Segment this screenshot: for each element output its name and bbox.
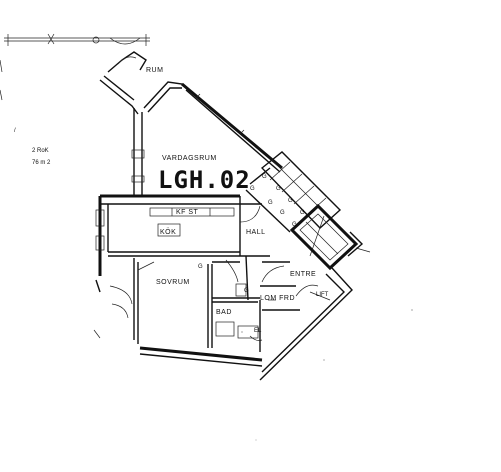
electric-label: EL [254, 328, 262, 334]
cabinet-label: G [268, 200, 273, 206]
kitchen-label: KÖK [160, 228, 176, 236]
corridor-walls [131, 108, 145, 195]
unit-label: LGH.02 [158, 166, 251, 194]
cabinet-label: G [250, 186, 255, 192]
living-room-label: VARDAGSRUM [162, 155, 217, 162]
bedroom-walls [93, 258, 263, 367]
cabinet-label: G [288, 198, 293, 204]
property-line [0, 33, 150, 101]
lift-label: LIFT [316, 292, 329, 298]
apartment-area-label: 76 m 2 [32, 160, 51, 166]
cabinet-label: G [276, 186, 281, 192]
bedroom-label: SOVRUM [156, 279, 190, 286]
cabinet-label: G [244, 288, 249, 294]
kitchen-walls [95, 194, 241, 258]
bathroom-walls [212, 283, 263, 352]
entry-walls [260, 261, 331, 311]
bathroom-label: BAD [216, 309, 232, 316]
kitchen-units-label: KF ST [176, 209, 199, 216]
entry-label: ENTRE [290, 271, 316, 278]
cabinet-label: G [300, 210, 305, 216]
cabinet-label: G [280, 210, 285, 216]
hall-label: HALL [246, 229, 266, 236]
scan-specks [241, 309, 413, 441]
lift-shaft [259, 203, 371, 381]
balcony-walls [99, 51, 189, 115]
cabinet-label: G [262, 174, 267, 180]
cabinet-label: G [198, 264, 203, 270]
living-room-walls [181, 82, 283, 173]
north-tick: / [14, 128, 16, 134]
balcony-room-label: RUM [146, 67, 163, 74]
storage-grid [245, 151, 342, 233]
storage-room-label: LOM FRD [260, 295, 295, 302]
apartment-rooms-label: 2 RoK [32, 148, 49, 154]
hall-walls [212, 203, 270, 301]
cabinet-label: G [292, 222, 297, 228]
